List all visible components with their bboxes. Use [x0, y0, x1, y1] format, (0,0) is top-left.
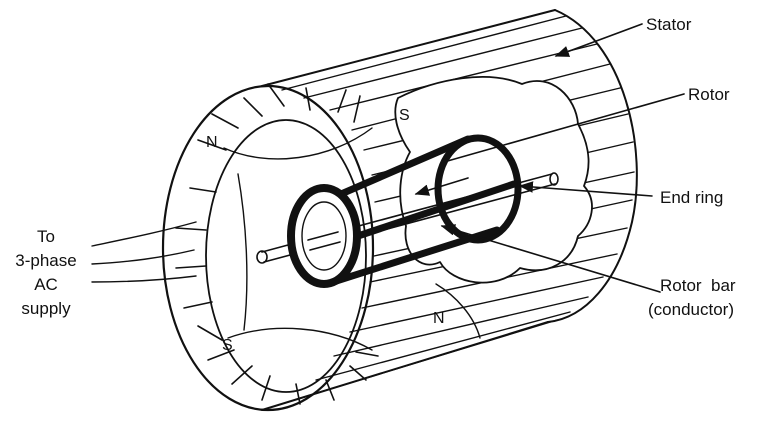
- pole-label-n-top: N: [206, 134, 218, 151]
- leader-lines: [414, 23, 685, 293]
- labels: Stator Rotor End ring Rotor bar (conduct…: [15, 15, 736, 319]
- pole-label-s-top: S: [399, 107, 410, 124]
- rotor-bar-middle: [348, 180, 518, 242]
- rotor-bar-arrow: [440, 224, 661, 293]
- label-rotor: Rotor: [688, 85, 730, 104]
- stator-back-end: [547, 9, 638, 323]
- field-arc-bottom: [227, 327, 373, 351]
- pole-segments: [175, 83, 379, 405]
- label-end-ring: End ring: [660, 188, 723, 207]
- stator-front-outer-rim: [161, 84, 375, 412]
- pole-label-s-bottom: S: [222, 337, 233, 354]
- rotor-back-end-ring: [434, 134, 522, 244]
- rotor-cage: [287, 134, 522, 288]
- field-arc-left: [237, 173, 248, 331]
- stator-top-edge: [261, 9, 556, 87]
- rotor-bar-bottom: [326, 226, 501, 287]
- supply-leads: [91, 221, 197, 283]
- label-supply-word: supply: [21, 299, 71, 318]
- stator-front-inner-bore: [205, 119, 367, 393]
- rotor-arrow: [414, 177, 469, 196]
- label-supply-ac: AC: [34, 275, 58, 294]
- label-stator: Stator: [646, 15, 692, 34]
- pole-label-n-bottom: N: [433, 310, 445, 327]
- stator-arrow: [554, 23, 643, 57]
- end-ring-arrow: [518, 181, 653, 197]
- pole-letters: N S S N: [206, 107, 445, 354]
- cutaway-slot-edge: [435, 283, 481, 339]
- field-arc-top: [223, 127, 373, 160]
- label-rotor-bar: Rotor bar: [660, 276, 736, 295]
- label-rotor-bar-conductor: (conductor): [648, 300, 734, 319]
- rotor-leader: [443, 93, 685, 163]
- label-supply-to: To: [37, 227, 55, 246]
- label-supply-3-phase: 3-phase: [15, 251, 76, 270]
